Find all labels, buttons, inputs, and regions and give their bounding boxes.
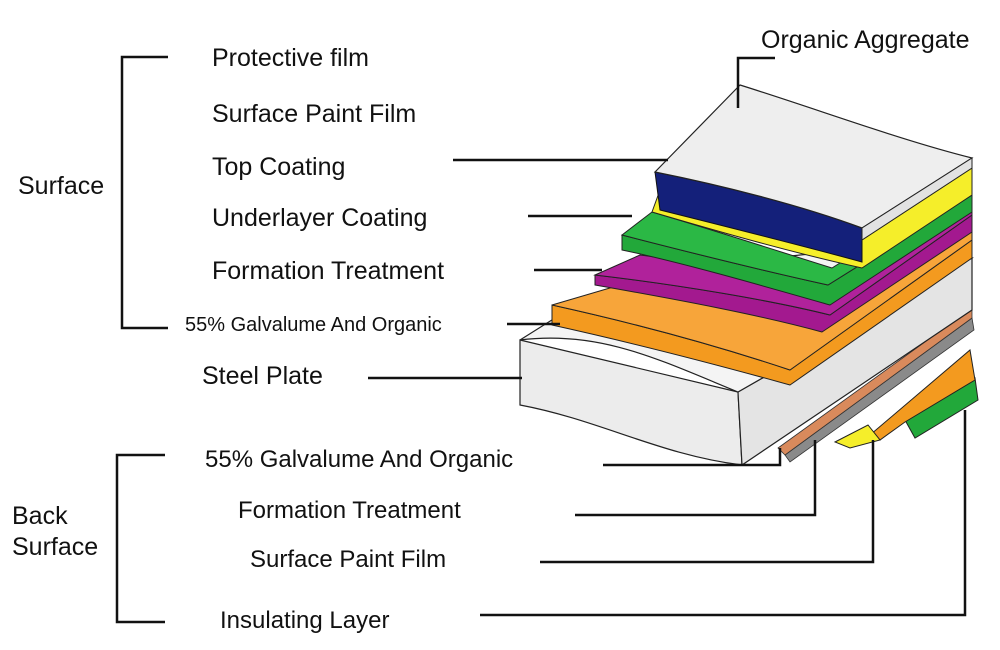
protective-film-side: [861, 157, 973, 241]
back-paint-film-leader: [540, 440, 875, 564]
formation-treatment-label: Formation Treatment: [212, 257, 445, 285]
back-copper-strip: [777, 307, 973, 456]
back-paint-film-label: Surface Paint Film: [250, 546, 447, 573]
back-insulating-leader: [480, 410, 967, 617]
back-yellow-strip: [833, 424, 881, 449]
protective-film-label: Protective film: [212, 44, 369, 72]
surface-paint-film-label: Surface Paint Film: [212, 100, 417, 128]
galvalume-surface-label: 55% Galvalume And Organic: [185, 314, 442, 336]
back-formation-leader: [575, 440, 817, 517]
insulating-layer-label: Insulating Layer: [220, 607, 390, 634]
organic-aggregate-label: Organic Aggregate: [761, 26, 970, 54]
steel-plate-label: Steel Plate: [202, 362, 323, 390]
surface-bracket: [120, 55, 168, 330]
back-surface-group-label-line1: Back: [12, 502, 68, 530]
back-galvalume-label: 55% Galvalume And Organic: [205, 446, 514, 473]
leader-lines: [115, 55, 967, 624]
organic-aggregate-leader: [736, 56, 775, 108]
back-galvalume-leader: [603, 448, 782, 467]
underlayer-coating-label: Underlayer Coating: [212, 204, 428, 232]
back-formation-label: Formation Treatment: [238, 497, 461, 524]
back-surface-bracket: [115, 453, 165, 624]
surface-group-label: Surface: [18, 172, 105, 200]
back-surface-group-label-line2: Surface: [12, 533, 99, 561]
top-coating-label: Top Coating: [212, 153, 346, 181]
